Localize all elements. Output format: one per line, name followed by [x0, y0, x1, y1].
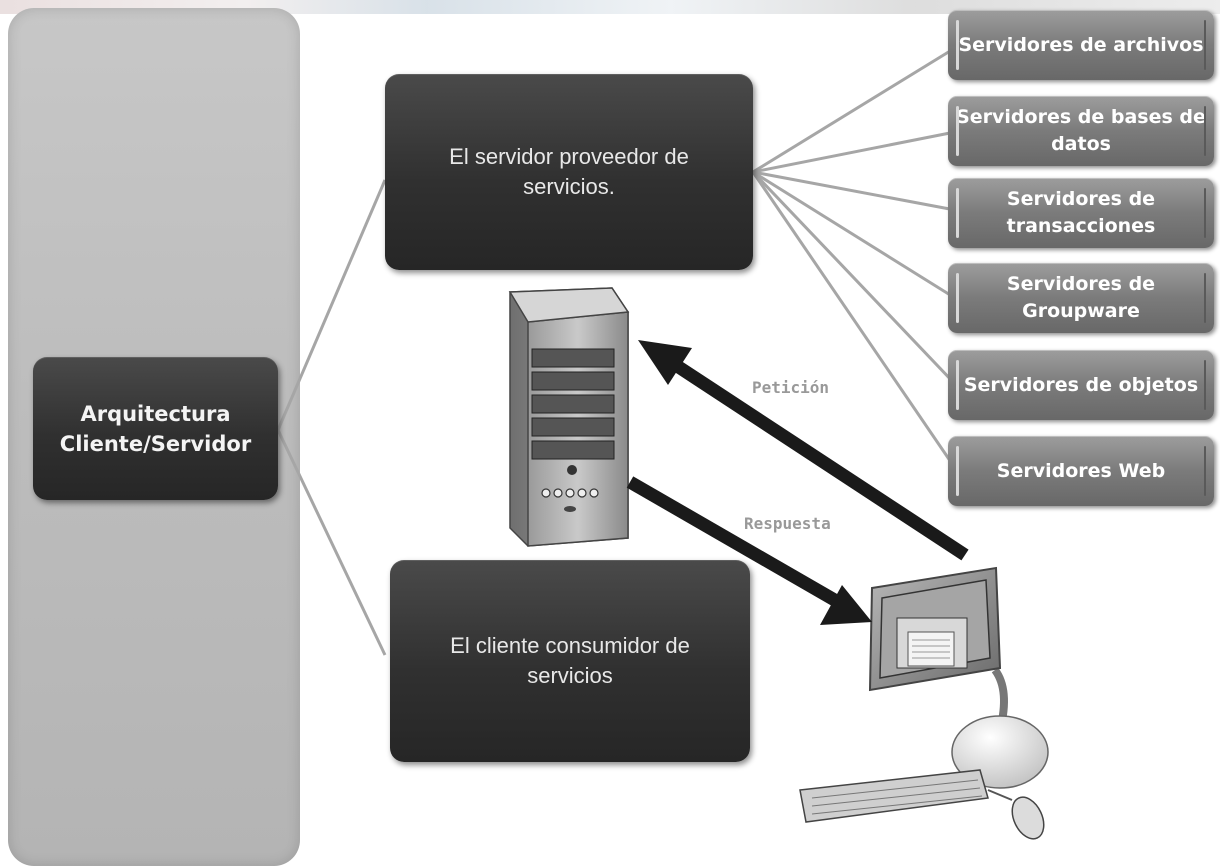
client-computer-icon: [799, 566, 1049, 840]
leaf-label: Servidores Web: [996, 459, 1166, 482]
connector-server-files: [752, 46, 956, 174]
leaf-object-servers: Servidores de objetos: [948, 350, 1214, 420]
leaf-database-servers: Servidores de bases de datos: [948, 96, 1214, 166]
leaf-web-servers: Servidores Web: [948, 436, 1214, 506]
leaf-label: Servidores de Groupware: [1006, 273, 1156, 322]
leaf-label: Servidores de transacciones: [1006, 188, 1156, 237]
connector-server-groupware: [752, 170, 956, 300]
root-node-label: Arquitectura Cliente/Servidor: [59, 401, 252, 456]
connector-server-objects: [751, 170, 957, 386]
leaf-label: Servidores de bases de datos: [956, 106, 1206, 155]
request-arrow: [638, 340, 969, 561]
response-label: Respuesta: [744, 514, 831, 533]
leaf-label: Servidores de archivos: [958, 33, 1204, 56]
request-label: Petición: [752, 378, 830, 397]
connector-root-server: [276, 179, 387, 431]
connector-server-databases: [752, 130, 956, 174]
server-node-label: El servidor proveedor de servicios.: [449, 144, 689, 199]
server-tower-icon: [508, 287, 630, 547]
leaf-file-servers: Servidores de archivos: [948, 10, 1214, 80]
leaf-label: Servidores de objetos: [963, 373, 1199, 396]
leaf-transaction-servers: Servidores de transacciones: [948, 178, 1214, 248]
server-node-box: El servidor proveedor de servicios.: [385, 74, 753, 270]
client-node-label: El cliente consumidor de servicios: [450, 633, 690, 688]
response-arrow: [626, 476, 872, 625]
top-decoration-strip: [0, 0, 1220, 14]
root-node-box: Arquitectura Cliente/Servidor: [33, 357, 278, 500]
connector-root-client: [276, 429, 387, 656]
connector-server-transactions: [752, 170, 956, 212]
connector-server-web: [751, 171, 957, 469]
leaf-groupware-servers: Servidores de Groupware: [948, 263, 1214, 333]
client-node-box: El cliente consumidor de servicios: [390, 560, 750, 762]
